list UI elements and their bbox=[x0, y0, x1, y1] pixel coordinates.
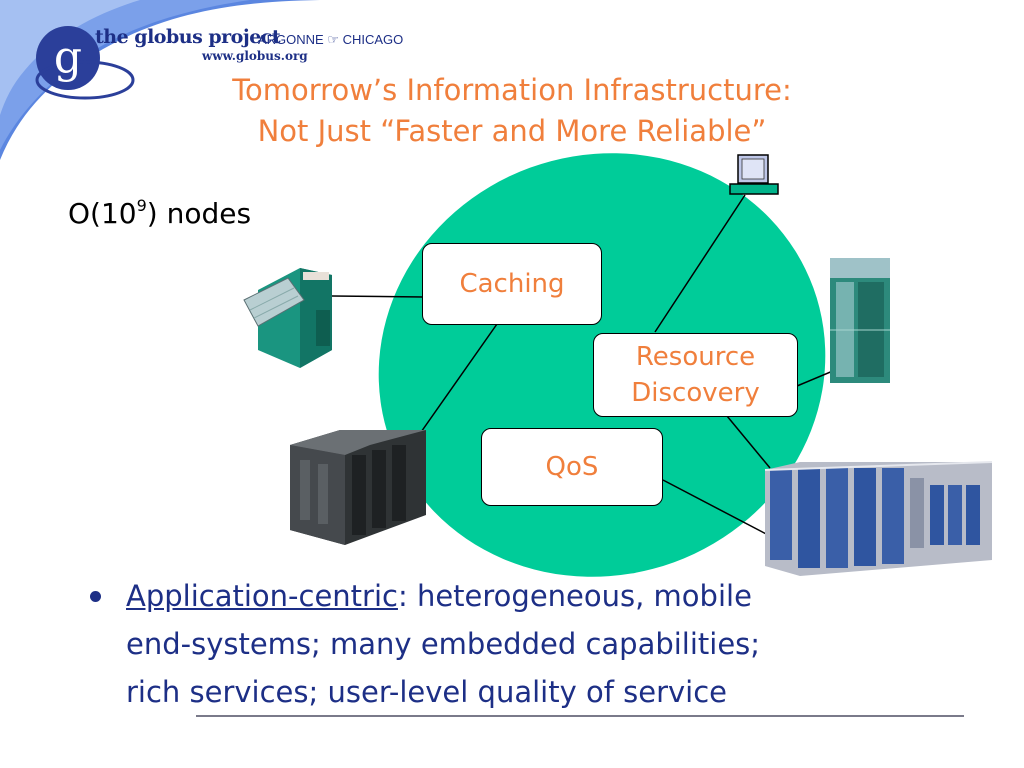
logo-glyph: g bbox=[54, 32, 82, 83]
bullet-dot-icon bbox=[90, 591, 101, 602]
resource-label-line-2: Discovery bbox=[631, 378, 760, 408]
tower-server-icon bbox=[830, 258, 890, 383]
nodes-label-prefix: O(10 bbox=[68, 197, 137, 230]
bullet-line-3: rich services; user-level quality of ser… bbox=[126, 675, 728, 709]
bullet-line-1-rest: : heterogeneous, mobile bbox=[397, 579, 752, 613]
desktop-terminal-icon bbox=[729, 154, 779, 195]
bottom-rule bbox=[196, 715, 964, 717]
connector-storage-caching bbox=[331, 295, 425, 298]
connector-qos-rack bbox=[662, 479, 771, 537]
nodes-label-exponent: 9 bbox=[136, 196, 147, 215]
storage-device-icon bbox=[243, 268, 332, 368]
bullet-line-2: end-systems; many embedded capabilities; bbox=[126, 627, 761, 661]
mainframe-cluster-icon bbox=[290, 430, 426, 545]
bullet-line-1: Application-centric: heterogeneous, mobi… bbox=[126, 572, 760, 620]
logo-orgs: ARGONNE ☞ CHICAGO bbox=[258, 32, 404, 47]
slide-title: Tomorrow’s Information Infrastructure: N… bbox=[0, 70, 1024, 152]
caching-label: Caching bbox=[459, 269, 565, 299]
caching-box: Caching bbox=[422, 243, 602, 325]
bullet-text: Application-centric: heterogeneous, mobi… bbox=[126, 572, 760, 716]
title-line-2: Not Just “Faster and More Reliable” bbox=[257, 114, 767, 148]
resource-label-line-1: Resource bbox=[635, 342, 756, 372]
qos-box: QoS bbox=[481, 428, 663, 506]
title-line-1: Tomorrow’s Information Infrastructure: bbox=[232, 73, 792, 107]
nodes-label: O(109) nodes bbox=[68, 196, 251, 230]
globus-logo-icon: g bbox=[35, 26, 135, 100]
connector-terminal-resource bbox=[654, 194, 746, 333]
application-centric-link[interactable]: Application-centric bbox=[126, 579, 398, 613]
connector-resource-rack bbox=[726, 415, 771, 469]
nodes-label-suffix: ) nodes bbox=[146, 197, 252, 230]
resource-discovery-box: Resource Discovery bbox=[593, 333, 798, 417]
logo-text: the globus project bbox=[95, 26, 281, 48]
qos-label: QoS bbox=[545, 452, 599, 482]
logo-url: www.globus.org bbox=[202, 49, 308, 63]
supercomputer-rack-icon bbox=[764, 461, 993, 576]
